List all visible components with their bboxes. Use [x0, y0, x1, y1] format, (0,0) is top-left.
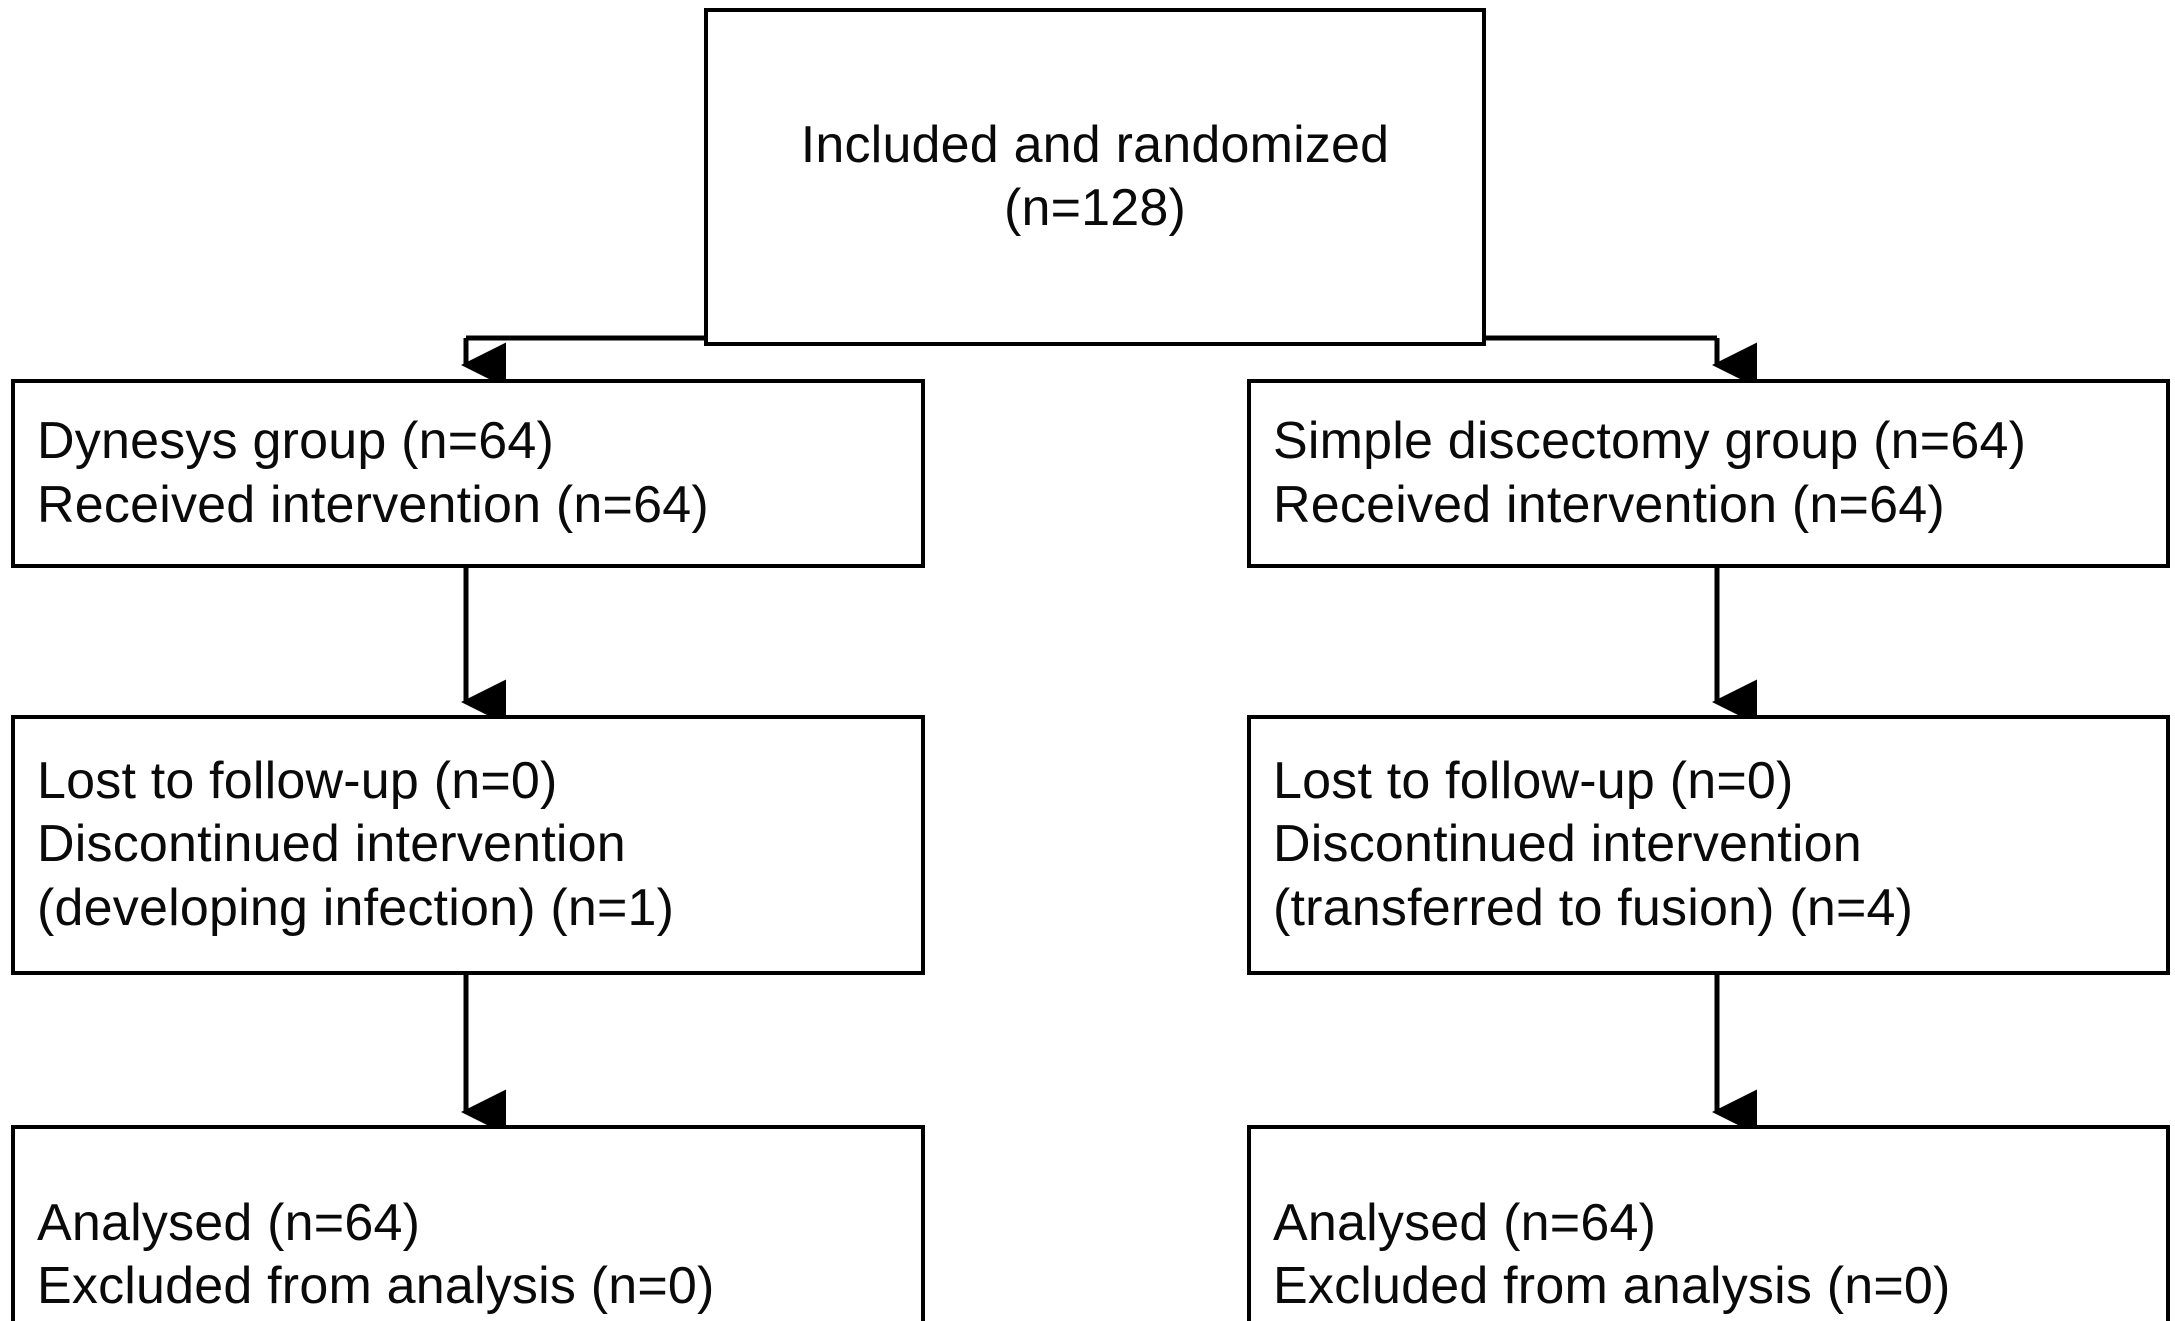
right-analysis-text: Analysed (n=64) Excluded from analysis (…	[1251, 1192, 2166, 1319]
right-followup-line-1: Lost to follow-up (n=0)	[1273, 751, 1794, 810]
right-followup-line-2: Discontinued intervention	[1273, 815, 1862, 874]
left-allocation-line-1: Dynesys group (n=64)	[37, 412, 555, 471]
left-followup-text: Lost to follow-up (n=0) Discontinued int…	[15, 750, 921, 940]
right-analysis-box: Analysed (n=64) Excluded from analysis (…	[1247, 1125, 2170, 1321]
right-allocation-box: Simple discectomy group (n=64) Received …	[1247, 379, 2170, 568]
right-allocation-line-2: Received intervention (n=64)	[1273, 475, 1945, 534]
left-allocation-line-2: Received intervention (n=64)	[37, 475, 709, 534]
left-followup-line-3: (developing infection) (n=1)	[37, 878, 675, 937]
right-analysis-line-1: Analysed (n=64)	[1273, 1193, 1657, 1252]
right-followup-line-3: (transferred to fusion) (n=4)	[1273, 878, 1914, 937]
left-followup-line-1: Lost to follow-up (n=0)	[37, 751, 558, 810]
right-analysis-line-2: Excluded from analysis (n=0)	[1273, 1257, 1951, 1315]
enrollment-line-1: Included and randomized	[800, 115, 1390, 174]
enrollment-text: Included and randomized (n=128)	[708, 114, 1482, 241]
left-analysis-line-2: Excluded from analysis (n=0)	[37, 1257, 715, 1315]
left-analysis-box: Analysed (n=64) Excluded from analysis (…	[11, 1125, 925, 1321]
left-followup-box: Lost to follow-up (n=0) Discontinued int…	[11, 715, 925, 975]
left-allocation-text: Dynesys group (n=64) Received interventi…	[15, 410, 921, 537]
right-allocation-line-1: Simple discectomy group (n=64)	[1273, 412, 2027, 471]
left-analysis-text: Analysed (n=64) Excluded from analysis (…	[15, 1192, 921, 1319]
right-followup-box: Lost to follow-up (n=0) Discontinued int…	[1247, 715, 2170, 975]
enrollment-line-2: (n=128)	[1003, 179, 1187, 237]
left-followup-line-2: Discontinued intervention	[37, 815, 626, 874]
enrollment-box: Included and randomized (n=128)	[704, 8, 1486, 346]
left-analysis-line-1: Analysed (n=64)	[37, 1193, 421, 1252]
left-allocation-box: Dynesys group (n=64) Received interventi…	[11, 379, 925, 568]
right-allocation-text: Simple discectomy group (n=64) Received …	[1251, 410, 2166, 537]
right-followup-text: Lost to follow-up (n=0) Discontinued int…	[1251, 750, 2166, 940]
